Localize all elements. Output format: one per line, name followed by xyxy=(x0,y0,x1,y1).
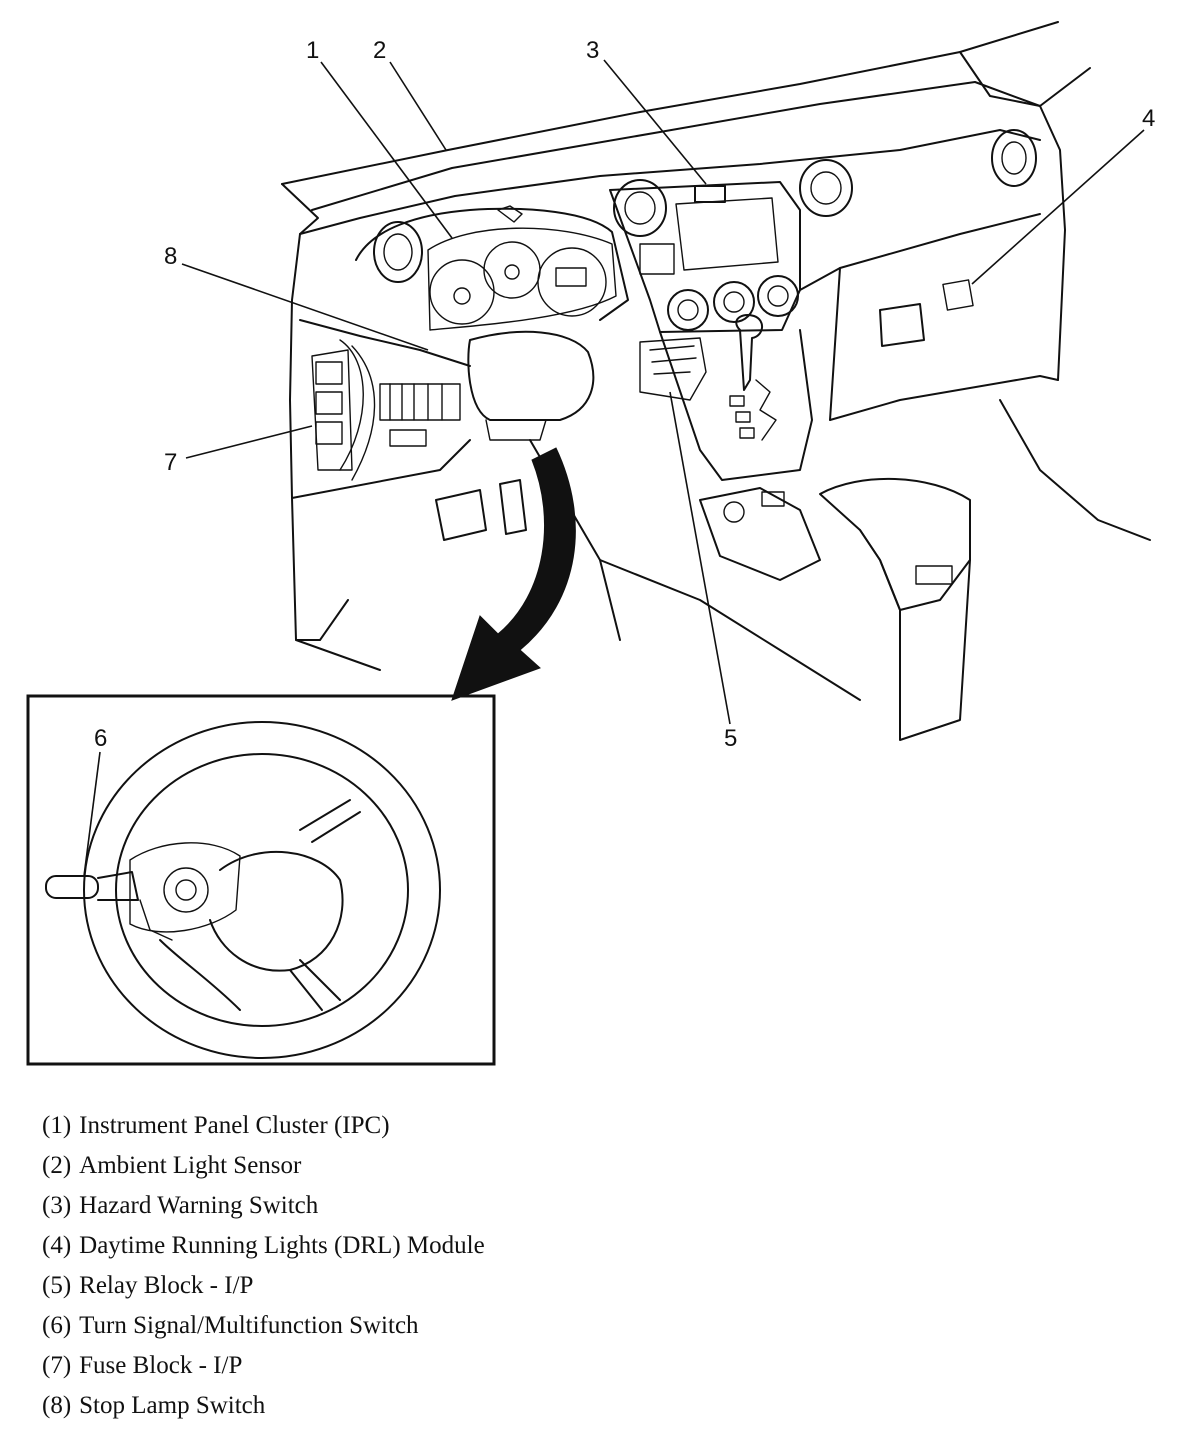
callout-8: 8 xyxy=(164,243,177,270)
callout-4: 4 xyxy=(1142,105,1155,132)
legend-number: (5) xyxy=(42,1272,72,1299)
legend-label: Relay Block - I/P xyxy=(79,1272,254,1299)
legend-number: (4) xyxy=(42,1232,72,1259)
legend-label: Turn Signal/Multifunction Switch xyxy=(79,1312,419,1339)
legend-label: Hazard Warning Switch xyxy=(79,1192,319,1219)
legend-label: Fuse Block - I/P xyxy=(79,1352,243,1379)
legend-label: Instrument Panel Cluster (IPC) xyxy=(79,1112,390,1139)
steering-wheel-inset xyxy=(26,694,496,1066)
relay-block xyxy=(639,337,707,401)
dashboard-illustration xyxy=(281,21,1151,741)
legend-item: (7) Fuse Block - I/P xyxy=(42,1346,485,1386)
legend-label: Stop Lamp Switch xyxy=(79,1392,266,1419)
legend-number: (6) xyxy=(42,1312,72,1339)
callout-6: 6 xyxy=(94,725,107,752)
zoom-arrow xyxy=(451,447,576,701)
callout-3: 3 xyxy=(586,37,599,64)
legend-label: Daytime Running Lights (DRL) Module xyxy=(79,1232,485,1259)
legend-item: (2) Ambient Light Sensor xyxy=(42,1146,485,1186)
drl-module xyxy=(942,279,974,311)
callout-2: 2 xyxy=(373,37,386,64)
legend-number: (3) xyxy=(42,1192,72,1219)
legend-number: (2) xyxy=(42,1152,72,1179)
legend-item: (6) Turn Signal/Multifunction Switch xyxy=(42,1306,485,1346)
legend-item: (8) Stop Lamp Switch xyxy=(42,1386,485,1426)
leader-lines xyxy=(83,59,1145,877)
callout-5: 5 xyxy=(724,725,737,752)
dashboard-component-locator-diagram: 1 2 3 4 5 6 7 8 xyxy=(26,21,1155,1066)
callout-7: 7 xyxy=(164,449,177,476)
legend-number: (7) xyxy=(42,1352,72,1379)
legend-number: (8) xyxy=(42,1392,72,1419)
turn-signal-multifunction-switch xyxy=(45,842,241,941)
legend-item: (1) Instrument Panel Cluster (IPC) xyxy=(42,1106,485,1146)
legend-item: (4) Daytime Running Lights (DRL) Module xyxy=(42,1226,485,1266)
component-legend: (1) Instrument Panel Cluster (IPC) (2) Amb… xyxy=(42,1106,485,1426)
legend-label: Ambient Light Sensor xyxy=(79,1152,302,1179)
legend-item: (5) Relay Block - I/P xyxy=(42,1266,485,1306)
instrument-panel-cluster xyxy=(427,205,617,331)
callout-1: 1 xyxy=(306,37,319,64)
fuse-block xyxy=(311,339,376,481)
legend-item: (3) Hazard Warning Switch xyxy=(42,1186,485,1226)
legend-number: (1) xyxy=(42,1112,72,1139)
